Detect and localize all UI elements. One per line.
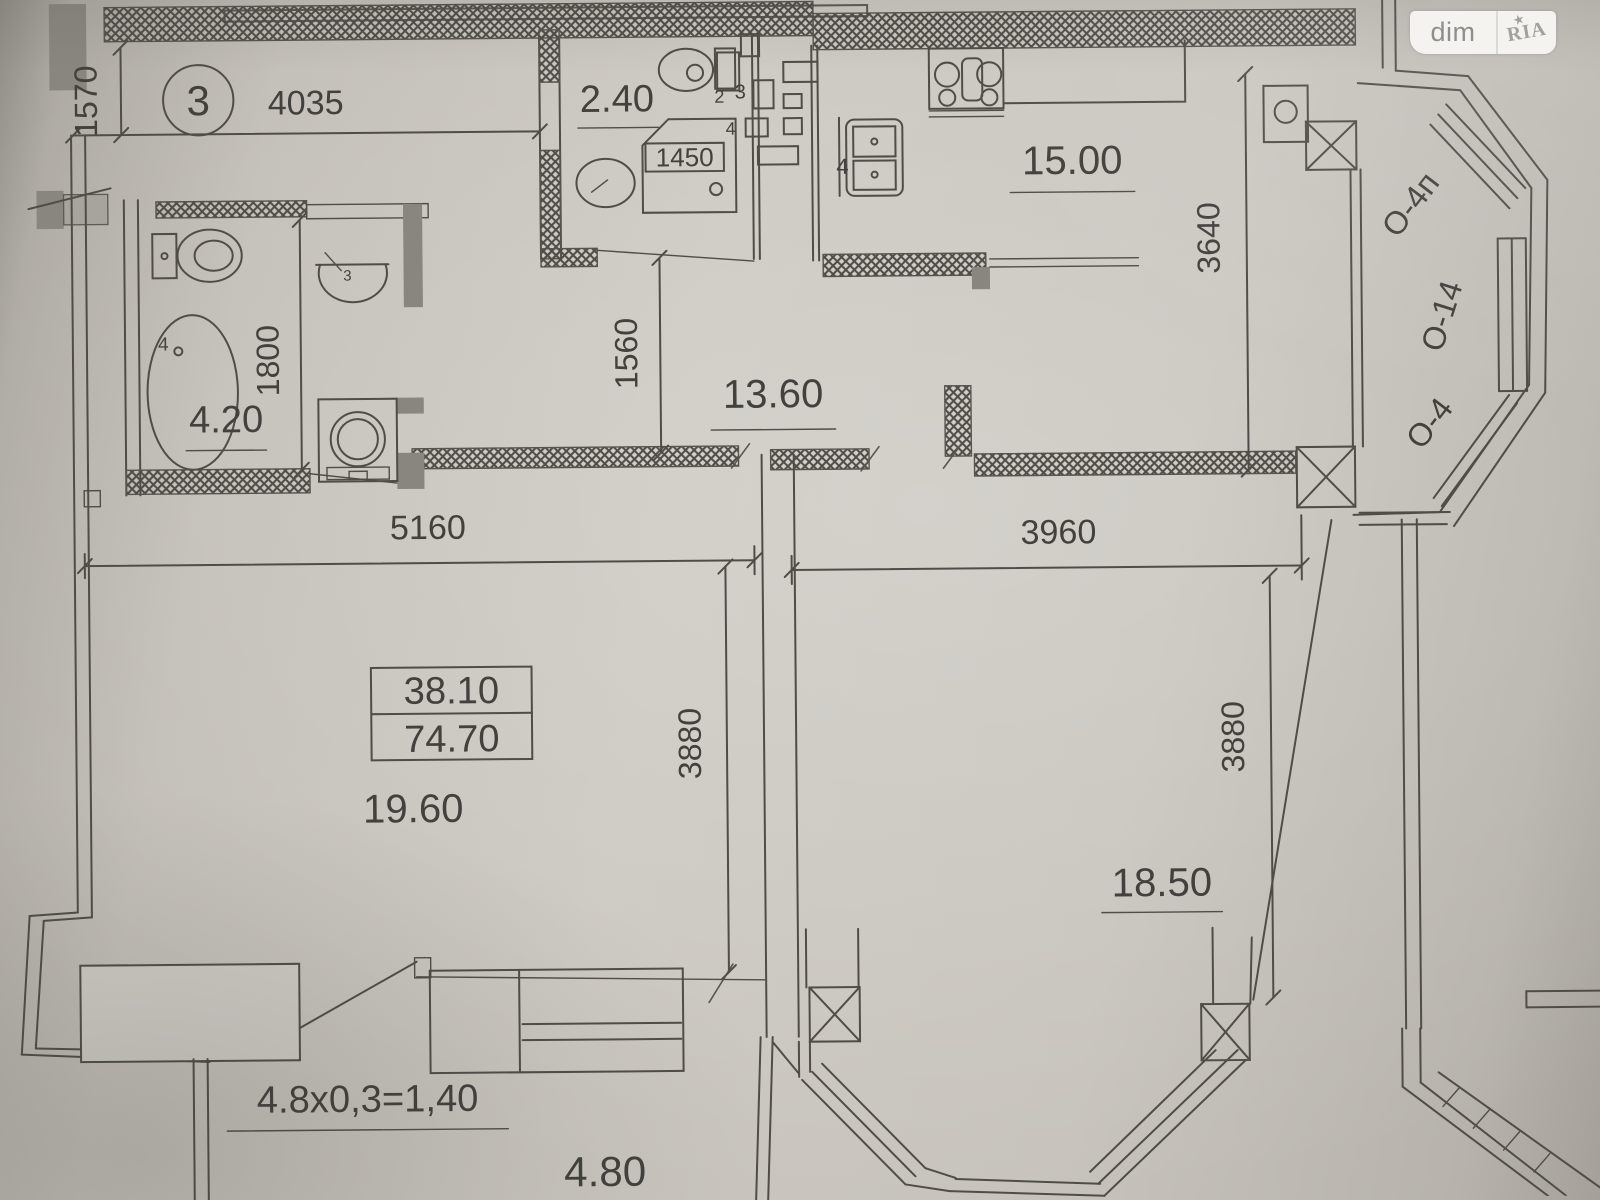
window-label-o4p: О-4п [1375, 165, 1447, 243]
washing-machine [317, 397, 399, 483]
dim-3640: 3640 [1190, 202, 1227, 274]
balcony-rail [192, 1058, 196, 1200]
column-marker [808, 986, 862, 1043]
dim-1560: 1560 [608, 318, 645, 390]
floor-mark-circle [162, 64, 235, 137]
dim-1570: 1570 [68, 65, 105, 137]
room-label-bedroom: 18.50 [1111, 860, 1212, 906]
balcony-formula: 4.8x0,3=1,40 [257, 1077, 479, 1122]
entry-door-leaf [27, 187, 112, 211]
dim-4035: 4035 [268, 84, 344, 123]
window-label-o14: О-14 [1414, 276, 1470, 355]
fixture-mark-4: 4 [726, 119, 736, 139]
kitchen-room [810, 39, 1187, 290]
toilet [657, 47, 737, 92]
hall-bedroom-walls [411, 384, 1297, 477]
logo-ria-block: ★ RIA [1498, 11, 1556, 54]
wc-room [538, 29, 761, 268]
balcony-length: 4.80 [564, 1148, 646, 1196]
adjacent-structure [1401, 989, 1600, 1197]
vent-shafts [715, 33, 819, 166]
balcony-window [79, 962, 302, 1064]
area-upper: 38.10 [403, 669, 499, 713]
column-marker [1200, 1002, 1251, 1062]
column-marker [1295, 445, 1357, 509]
room-label-bathroom: 4.20 [189, 398, 264, 442]
fixture-mark-basin: 3 [343, 268, 352, 285]
vent-duct [1262, 84, 1310, 144]
bathroom-room [122, 199, 429, 497]
area-table: 38.10 74.70 [369, 665, 534, 762]
room-divider-wall [755, 453, 800, 1200]
room-label-wc: 2.40 [580, 77, 655, 121]
dimension-lines [65, 39, 1310, 1006]
wash-basin [575, 157, 636, 209]
wardrobe [428, 967, 685, 1075]
bathtub [146, 314, 239, 471]
dim-1800: 1800 [250, 325, 287, 397]
top-wall [103, 0, 1357, 51]
dim-1450: 1450 [656, 142, 714, 173]
fixture-mark-tub: 4 [158, 334, 169, 355]
lower-bay-window [771, 926, 1253, 1197]
balcony-rail [206, 1057, 210, 1200]
room-label-living: 19.60 [363, 786, 464, 832]
area-lower: 74.70 [404, 717, 500, 761]
kitchen-counter [1002, 39, 1187, 105]
shower-tray [641, 117, 738, 214]
stove [927, 47, 1005, 118]
left-outer-wall [20, 134, 211, 1063]
balcony-door-leaf [298, 960, 418, 1030]
upper-bay-window [1262, 0, 1549, 528]
wash-basin-2 [315, 252, 390, 304]
room-label-kitchen: 15.00 [1022, 137, 1123, 183]
fixture-mark-3: 3 [735, 81, 746, 103]
window-label-o4: О-4 [1399, 391, 1460, 455]
dim-3880-left: 3880 [672, 708, 709, 780]
room-label-hallway: 13.60 [723, 371, 824, 417]
floor-mark: 3 [186, 77, 210, 124]
column-marker [1304, 120, 1358, 171]
toilet-2 [151, 228, 243, 283]
dim-ria-watermark: dim ★ RIA [1410, 11, 1556, 54]
columns [808, 120, 1358, 1062]
logo-dim-text: dim [1430, 17, 1476, 47]
bedroom-right-wall [1252, 510, 1451, 1030]
logo-divider [1496, 11, 1498, 54]
kitchen-sink [837, 116, 904, 198]
dim-1450-box [644, 141, 725, 173]
fixture-mark-2: 2 [714, 87, 724, 107]
dim-3880-right: 3880 [1215, 701, 1252, 773]
dim-3960: 3960 [1020, 513, 1096, 552]
wall-detail [83, 489, 102, 508]
dim-5160: 5160 [390, 509, 466, 548]
fixture-mark-sink: 4 [836, 154, 848, 179]
balcony-zone [79, 956, 767, 1200]
logo-ria-text: RIA [1505, 17, 1549, 47]
